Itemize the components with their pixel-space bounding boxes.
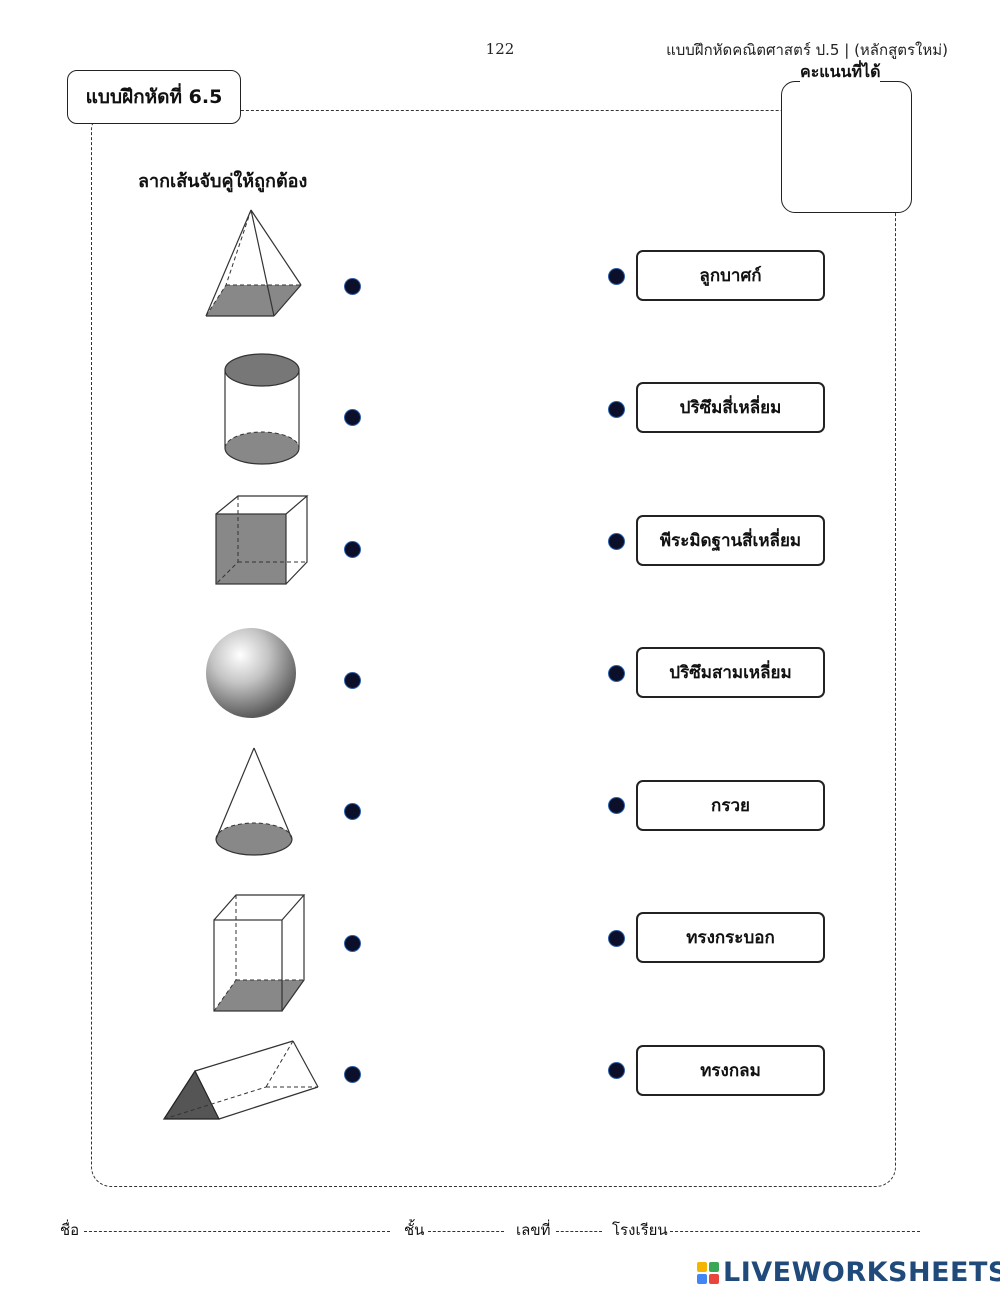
score-box <box>781 81 912 213</box>
right-match-dot-6[interactable] <box>609 931 624 946</box>
name-line <box>84 1231 390 1232</box>
square-pyramid-icon <box>205 209 302 317</box>
student-info-footer: ชื่อ ชั้น เลขที่ โรงเรียน <box>60 1218 920 1242</box>
brand-grid-icon <box>697 1261 719 1284</box>
class-label: ชั้น <box>404 1221 425 1239</box>
answer-box-2[interactable]: ปริซึมสี่เหลี่ยม <box>636 382 825 433</box>
score-label: คะแนนที่ได้ <box>800 60 881 85</box>
right-match-dot-2[interactable] <box>609 402 624 417</box>
left-match-dot-6[interactable] <box>345 936 360 951</box>
left-match-dot-4[interactable] <box>345 673 360 688</box>
answer-box-7[interactable]: ทรงกลม <box>636 1045 825 1096</box>
page-number: 122 <box>485 40 515 58</box>
cone-icon <box>215 747 293 856</box>
answer-box-3[interactable]: พีระมิดฐานสี่เหลี่ยม <box>636 515 825 566</box>
left-match-dot-7[interactable] <box>345 1067 360 1082</box>
left-match-dot-5[interactable] <box>345 804 360 819</box>
book-title: แบบฝึกหัดคณิตศาสตร์ ป.5 | (หลักสูตรใหม่) <box>666 41 948 59</box>
brand-name: LIVEWORKSHEETS <box>723 1257 1000 1288</box>
brand-tile-3 <box>697 1273 707 1284</box>
cube-icon <box>215 495 309 585</box>
right-match-dot-5[interactable] <box>609 798 624 813</box>
left-match-dot-2[interactable] <box>345 410 360 425</box>
school-label: โรงเรียน <box>612 1221 668 1239</box>
liveworksheets-logo: LIVEWORKSHEETS <box>697 1257 1000 1288</box>
triangular-prism-icon <box>162 1040 319 1120</box>
instruction: ลากเส้นจับคู่ให้ถูกต้อง <box>138 171 308 192</box>
rectangular-prism-icon <box>213 894 306 1012</box>
right-match-dot-3[interactable] <box>609 534 624 549</box>
right-match-dot-1[interactable] <box>609 269 624 284</box>
exercise-title: แบบฝึกหัดที่ 6.5 <box>67 70 241 124</box>
name-label: ชื่อ <box>60 1221 80 1239</box>
left-match-dot-1[interactable] <box>345 279 360 294</box>
brand-tile-1 <box>697 1261 707 1272</box>
answer-box-4[interactable]: ปริซึมสามเหลี่ยม <box>636 647 825 698</box>
class-line <box>428 1231 504 1232</box>
brand-tile-4 <box>709 1273 719 1284</box>
cylinder-icon <box>224 353 300 465</box>
exercise-frame <box>91 110 896 1187</box>
brand-tile-2 <box>709 1261 719 1272</box>
number-line <box>556 1231 602 1232</box>
sphere-icon <box>206 628 296 718</box>
answer-box-6[interactable]: ทรงกระบอก <box>636 912 825 963</box>
right-match-dot-4[interactable] <box>609 666 624 681</box>
school-line <box>670 1231 920 1232</box>
answer-box-5[interactable]: กรวย <box>636 780 825 831</box>
number-label: เลขที่ <box>516 1221 551 1239</box>
left-match-dot-3[interactable] <box>345 542 360 557</box>
right-match-dot-7[interactable] <box>609 1063 624 1078</box>
answer-box-1[interactable]: ลูกบาศก์ <box>636 250 825 301</box>
